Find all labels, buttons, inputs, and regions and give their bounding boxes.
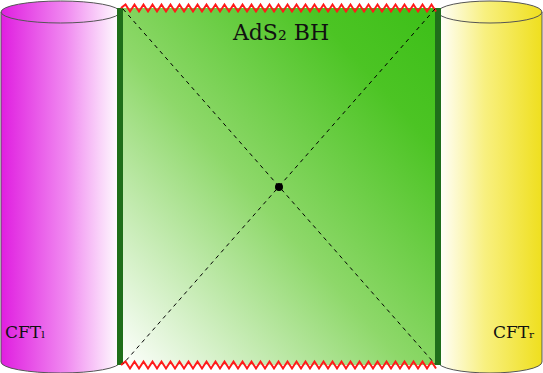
bulk-region bbox=[120, 8, 438, 365]
right-cylinder bbox=[438, 1, 542, 373]
region-title: AdS₂ BH bbox=[233, 20, 329, 45]
cylinder-rim bbox=[438, 12, 542, 23]
right-cft-cylinder: CFTᵣ bbox=[438, 0, 543, 373]
cft-label: CFTᵣ bbox=[493, 322, 535, 342]
horizon-line bbox=[123, 9, 435, 364]
bulk-black-hole: AdS₂ BH bbox=[121, 8, 437, 365]
right-boundary bbox=[435, 8, 441, 365]
bifurcation-point bbox=[275, 183, 283, 191]
cft-label: CFTₗ bbox=[5, 322, 45, 342]
cylinder-rim bbox=[1, 12, 120, 23]
left-cft-cylinder: CFTₗ bbox=[0, 0, 121, 373]
left-boundary bbox=[117, 8, 123, 365]
singularity bbox=[121, 362, 436, 369]
left-cylinder bbox=[1, 1, 120, 373]
horizon-line bbox=[123, 9, 435, 364]
singularity bbox=[121, 5, 436, 12]
